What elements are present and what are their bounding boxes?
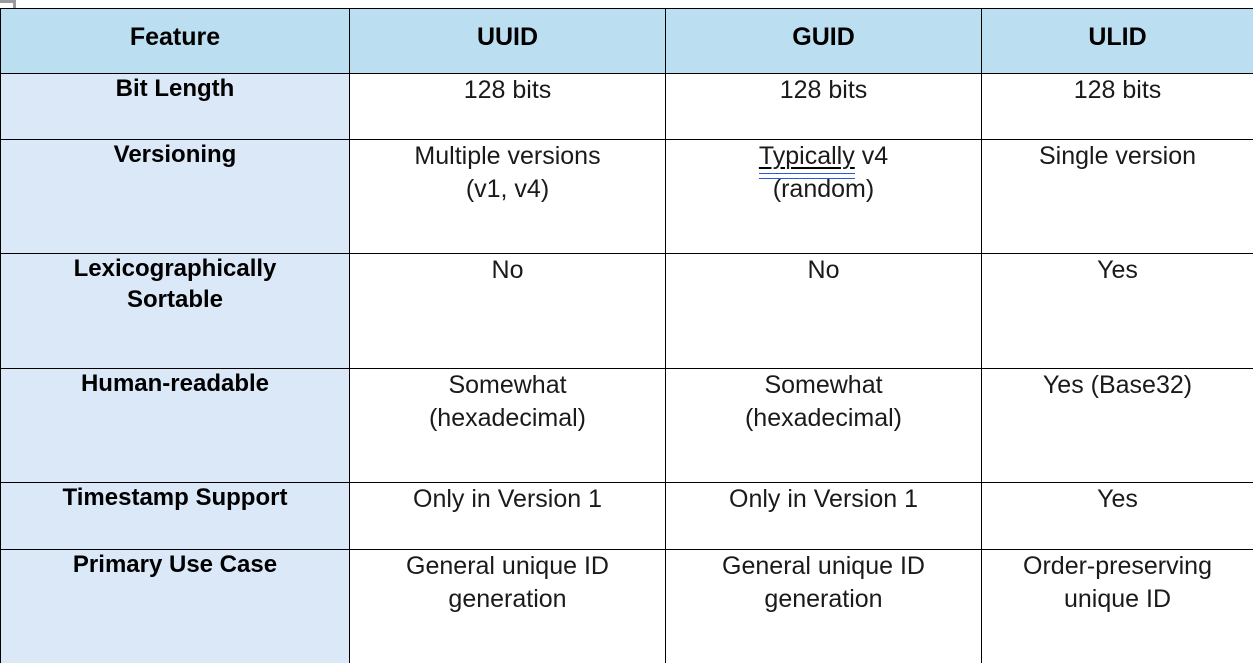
cell-line: Order-preserving <box>1023 552 1212 580</box>
cell-uuid-timestamp: Only in Version 1 <box>349 482 666 550</box>
cell-ulid-versioning: Single version <box>981 139 1253 254</box>
cell-line: Yes <box>1097 256 1138 284</box>
cell-line: No <box>491 256 524 284</box>
cell-line-rest: v4 <box>854 142 889 170</box>
cell-uuid-primary-use-case: General unique ID generation <box>349 549 666 663</box>
cell-ulid-primary-use-case: Order-preserving unique ID <box>981 549 1253 663</box>
cell-ulid-timestamp: Yes <box>981 482 1253 550</box>
cell-line: Only in Version 1 <box>729 485 918 513</box>
column-header-feature: Feature <box>0 8 350 74</box>
column-header-guid: GUID <box>665 8 982 74</box>
cell-line: unique ID <box>1063 584 1172 613</box>
cell-line: generation <box>448 584 567 613</box>
cell-line: (hexadecimal) <box>744 403 902 432</box>
table-row: Versioning Multiple versions (v1, v4) Ty… <box>0 139 1253 254</box>
table-row: Primary Use Case General unique ID gener… <box>0 549 1253 663</box>
table-row: Lexicographically Sortable No No Yes <box>0 253 1253 369</box>
table-row: Bit Length 128 bits 128 bits 128 bits <box>0 73 1253 140</box>
cell-guid-primary-use-case: General unique ID generation <box>665 549 982 663</box>
cell-ulid-human-readable: Yes (Base32) <box>981 368 1253 483</box>
cell-line: Typically v4 <box>666 140 981 173</box>
row-label-line: Lexicographically <box>73 255 277 282</box>
grammar-flagged-word[interactable]: Typically <box>758 142 855 170</box>
column-header-uuid: UUID <box>349 8 666 74</box>
table-header-row: Feature UUID GUID ULID <box>0 8 1253 74</box>
table-row: Timestamp Support Only in Version 1 Only… <box>0 482 1253 550</box>
column-header-ulid: ULID <box>981 8 1253 74</box>
cell-guid-versioning: Typically v4 (random) <box>665 139 982 254</box>
row-label-timestamp-support: Timestamp Support <box>0 482 350 550</box>
cell-line: Somewhat <box>448 371 567 399</box>
cell-line: (hexadecimal) <box>428 403 586 432</box>
table-row: Human-readable Somewhat (hexadecimal) So… <box>0 368 1253 483</box>
cell-line: Single version <box>1038 142 1197 170</box>
cell-line: Only in Version 1 <box>413 485 602 513</box>
row-label-line: Sortable <box>126 285 224 313</box>
cell-uuid-human-readable: Somewhat (hexadecimal) <box>349 368 666 483</box>
cell-uuid-bit-length: 128 bits <box>349 73 666 140</box>
cell-line: 128 bits <box>1073 76 1162 104</box>
cell-uuid-sortable: No <box>349 253 666 369</box>
cell-line: 128 bits <box>463 76 552 104</box>
cell-guid-human-readable: Somewhat (hexadecimal) <box>665 368 982 483</box>
cell-line: generation <box>764 584 883 613</box>
row-label-primary-use-case: Primary Use Case <box>0 549 350 663</box>
cell-line: General unique ID <box>722 552 925 580</box>
cell-line: Multiple versions <box>414 142 601 170</box>
comparison-table: Feature UUID GUID ULID Bit Length 128 bi… <box>0 8 1253 663</box>
row-label-bit-length: Bit Length <box>0 73 350 140</box>
cell-line: No <box>807 256 840 284</box>
cell-guid-bit-length: 128 bits <box>665 73 982 140</box>
cell-line: General unique ID <box>406 552 609 580</box>
row-label-lexicographically-sortable: Lexicographically Sortable <box>0 253 350 369</box>
cell-line: (random) <box>772 174 875 203</box>
cell-line: (v1, v4) <box>465 174 550 203</box>
cell-line: Somewhat <box>764 371 883 399</box>
cell-guid-timestamp: Only in Version 1 <box>665 482 982 550</box>
cell-uuid-versioning: Multiple versions (v1, v4) <box>349 139 666 254</box>
cell-ulid-bit-length: 128 bits <box>981 73 1253 140</box>
cell-ulid-sortable: Yes <box>981 253 1253 369</box>
cell-guid-sortable: No <box>665 253 982 369</box>
row-label-versioning: Versioning <box>0 139 350 254</box>
row-label-human-readable: Human-readable <box>0 368 350 483</box>
cell-line: Yes (Base32) <box>1042 371 1193 399</box>
cell-line: Yes <box>1097 485 1138 513</box>
cell-line: 128 bits <box>779 76 868 104</box>
